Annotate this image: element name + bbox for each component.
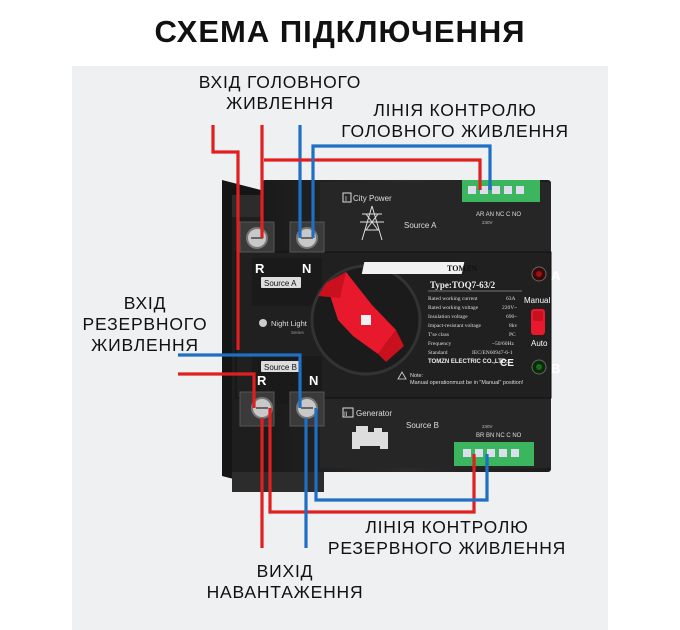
city-power-label: City Power [353,194,392,203]
main-control-label: ЛІНІЯ КОНТРОЛЮ ГОЛОВНОГО ЖИВЛЕННЯ [341,100,569,141]
wire-main-input-red [211,125,240,350]
wires [178,125,492,548]
rotary-switch[interactable] [310,264,422,376]
spec-name: T'se class [428,332,449,338]
svg-text:230V: 230V [482,424,493,429]
main-input-label: ВХІД ГОЛОВНОГО ЖИВЛЕННЯ [198,72,362,113]
spec-name: Rated working voltage [428,305,479,311]
spec-value: 690~ [506,314,517,320]
top-screw-terminals [239,221,325,253]
source-b-tag: Source B [264,363,297,372]
company-label: TOMZN ELECTRIC CO.,LTD. [428,359,508,365]
load-output-label: ВИХІД НАВАНТАЖЕННЯ [206,561,364,602]
city-power-area: I City Power Source A [342,192,437,241]
generator-area: II Generator Source B [342,407,439,449]
terminal-bot-n: N [309,373,318,388]
note-title: Note: [410,373,424,379]
bottom-control-terminal: BR BN NC C NO 230V [454,424,534,466]
spec-name: Insulation voltage [428,314,468,320]
page-title: СХЕМА ПІДКЛЮЧЕННЯ [154,14,526,49]
bottom-pins-label: BR BN NC C NO [476,433,522,439]
spec-value: ~50/60Hz [492,341,514,347]
generator-icon [352,426,388,449]
info-plate: TOMZN Type:TOQ7-63/2 Rated working curre… [361,262,524,386]
terminal-top-r: R [255,261,265,276]
reserve-control-label: ЛІНІЯ КОНТРОЛЮ РЕЗЕРВНОГО ЖИВЛЕННЯ [327,517,567,558]
type-label: Type:TOQ7-63/2 [430,280,496,290]
svg-text:A: A [551,268,561,283]
svg-text:I: I [345,196,347,203]
spec-name: Impact-resistant voltage [428,323,482,329]
reserve-input-label: ВХІД РЕЗЕРВНОГО ЖИВЛЕННЯ [82,293,208,355]
wire-reserve-input-blue [178,353,302,408]
svg-text:II: II [344,411,348,418]
wire-reserve-input-red [178,372,256,408]
generator-label: Generator [356,409,392,418]
power-tower-icon [360,205,384,241]
auto-label: Auto [531,339,548,348]
note-text: Manual operationmust be in "Manual" posi… [410,380,524,386]
manual-auto-switch[interactable] [531,309,545,335]
brand-label: TOMZN [447,264,477,273]
svg-text:B: B [551,361,560,376]
wire-reserve-control-red [268,408,476,514]
spec-name: Frequency [428,341,451,347]
spec-value: 8kv [509,323,518,329]
svg-text:Series: Series [291,330,305,335]
spec-value: PC [509,332,516,338]
spec-name: Rated working current [428,296,478,302]
wire-main-control-blue [311,144,492,238]
source-a-tag: Source A [264,279,297,288]
source-b-label: Source B [406,421,439,430]
svg-text:230V: 230V [482,220,493,225]
spec-name: Standard [428,350,448,356]
source-a-label: Source A [404,221,437,230]
indicator-a: A [531,266,561,283]
night-light-logo: Night Light Series [259,319,308,335]
indicator-b: B [531,359,560,376]
top-pins-label: AR AN NC C NO [476,212,521,218]
svg-text:Night Light: Night Light [271,319,308,328]
spec-list: Rated working current 63A Rated working v… [428,296,518,356]
wire-main-control-red [264,158,482,190]
spec-value: 220V~ [502,305,517,311]
ce-mark: CE [500,358,514,369]
terminal-bot-r: R [257,373,267,388]
manual-label: Manual [524,296,550,305]
terminal-top-n: N [302,261,311,276]
spec-value: 63A [506,296,516,302]
spec-value: IEC/EN60947-6-1 [472,350,513,356]
wire-reserve-control-blue [314,408,489,502]
